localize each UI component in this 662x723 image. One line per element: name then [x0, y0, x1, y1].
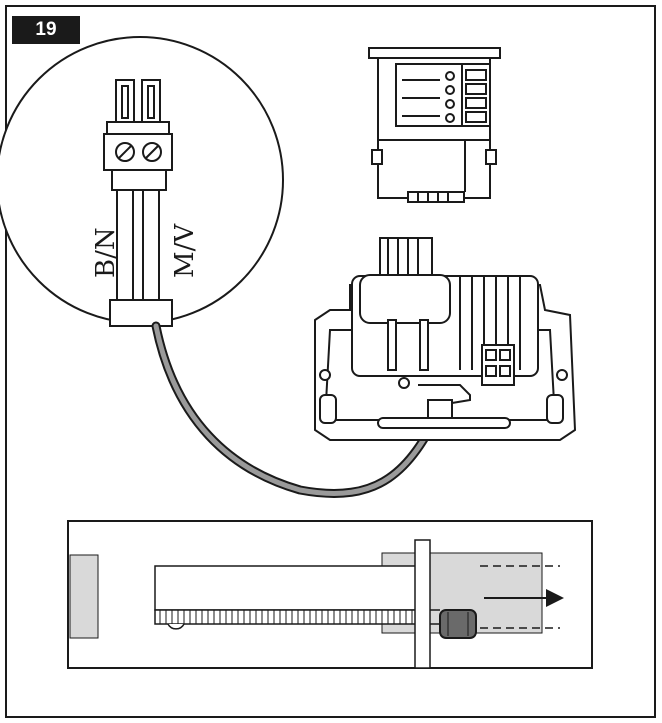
- figure-number: 19: [12, 16, 80, 44]
- arrow-head-icon: [546, 589, 564, 607]
- connector-magnifier: B/N M/V: [0, 36, 284, 327]
- rack-teeth: [159, 610, 413, 624]
- limit-switch-magnet: [439, 609, 477, 639]
- terminal-block: [103, 79, 173, 191]
- wires: [109, 189, 173, 327]
- rack-inset: [67, 520, 593, 669]
- gear-motor: [314, 237, 577, 441]
- wire-label-violet: M/V: [170, 223, 200, 278]
- control-unit: [368, 47, 501, 203]
- wire-label-brown: B/N: [91, 227, 121, 278]
- figure-frame: [5, 5, 656, 718]
